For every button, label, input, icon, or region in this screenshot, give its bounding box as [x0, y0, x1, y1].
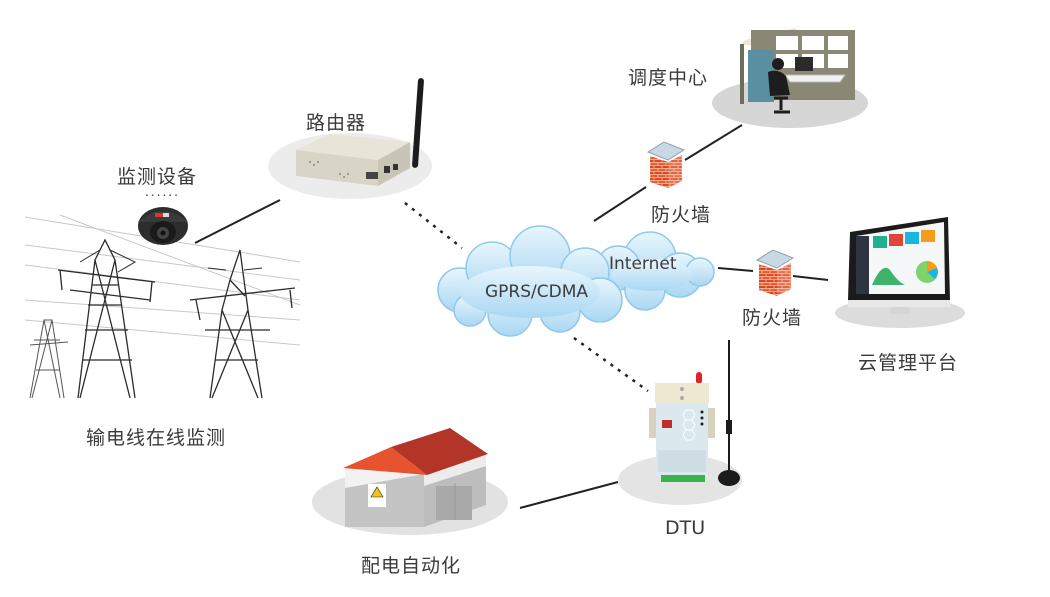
transmission-towers-image: [24, 214, 301, 399]
cloud-internet-label: Internet: [609, 254, 677, 274]
dome-camera-image: [138, 207, 188, 245]
distribution-building-image: [312, 428, 508, 535]
dtu-label: DTU: [665, 517, 706, 539]
link-cloud-dtu: [573, 336, 649, 393]
monitoring-device-label: 监测设备: [117, 166, 198, 188]
link-cloud-firewall-right: [717, 267, 754, 272]
link-cloud-firewall-top: [593, 186, 647, 222]
firewall-top-label: 防火墙: [651, 204, 712, 226]
link-firewall-dispatch: [684, 124, 743, 161]
cloud-platform-label: 云管理平台: [858, 352, 959, 374]
dispatch-center-label: 调度中心: [628, 67, 709, 89]
cloud-gprs-label: GPRS/CDMA: [485, 282, 588, 302]
router-image: [268, 78, 432, 199]
distribution-automation-label: 配电自动化: [361, 555, 462, 577]
dtu-device-image: [618, 340, 742, 505]
cloud-platform-monitor-image: [835, 217, 965, 328]
firewall-top-icon: [646, 141, 686, 188]
link-router-cloud: [404, 202, 463, 249]
monitoring-device-ellipsis: ......: [145, 185, 180, 199]
router-label: 路由器: [306, 112, 367, 134]
cloud-network: [437, 225, 715, 337]
firewall-right-label: 防火墙: [742, 307, 803, 329]
firewall-right-icon: [755, 249, 795, 296]
transmission-line-label: 输电线在线监测: [86, 427, 227, 449]
link-firewall-platform: [792, 275, 829, 281]
dispatch-center-image: [712, 28, 868, 128]
link-camera-router: [194, 199, 281, 244]
connections: [194, 124, 829, 509]
link-dtu-distribution: [519, 481, 619, 509]
